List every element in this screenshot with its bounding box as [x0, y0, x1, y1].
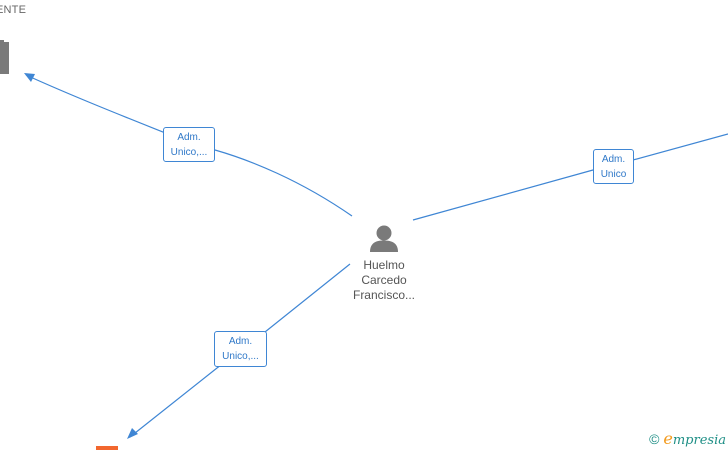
- relation-line-2: Unico,...: [222, 351, 259, 362]
- relation-line-1: Adm.: [601, 154, 626, 165]
- relation-label-bottom-left[interactable]: Adm. Unico,...: [214, 331, 267, 367]
- person-name-line-3: Francisco...: [352, 288, 415, 302]
- relation-label-top-left[interactable]: Adm. Unico,...: [163, 127, 215, 162]
- empresia-watermark: © empresia: [649, 429, 726, 448]
- company-node-top-left[interactable]: [0, 40, 9, 74]
- person-icon: [370, 225, 398, 252]
- brand-logo-initial: e: [663, 429, 673, 448]
- entity-type-label: ENTE: [0, 4, 27, 16]
- relation-line-1: Adm.: [177, 132, 201, 143]
- arrow-head-top-left: [24, 73, 35, 82]
- relation-line-2: Unico: [600, 169, 627, 180]
- relation-line-1: Adm.: [228, 336, 253, 347]
- relation-label-right[interactable]: Adm. Unico: [593, 149, 634, 184]
- person-name-line-1: Huelmo: [363, 258, 405, 272]
- person-name-line-2: Carcedo: [361, 273, 407, 287]
- building-icon: [0, 40, 4, 74]
- brand-logo: empresia: [663, 429, 726, 448]
- brand-logo-text: mpresia: [672, 433, 726, 448]
- person-node[interactable]: Huelmo Carcedo Francisco...: [336, 258, 432, 303]
- relation-line-2: Unico,...: [170, 147, 208, 158]
- company-node-bottom-left[interactable]: [96, 446, 118, 450]
- edge-right: [412, 133, 728, 221]
- building-icon-part: [4, 42, 9, 74]
- copyright-icon: ©: [649, 430, 660, 447]
- arrow-head-bottom-left: [127, 428, 138, 439]
